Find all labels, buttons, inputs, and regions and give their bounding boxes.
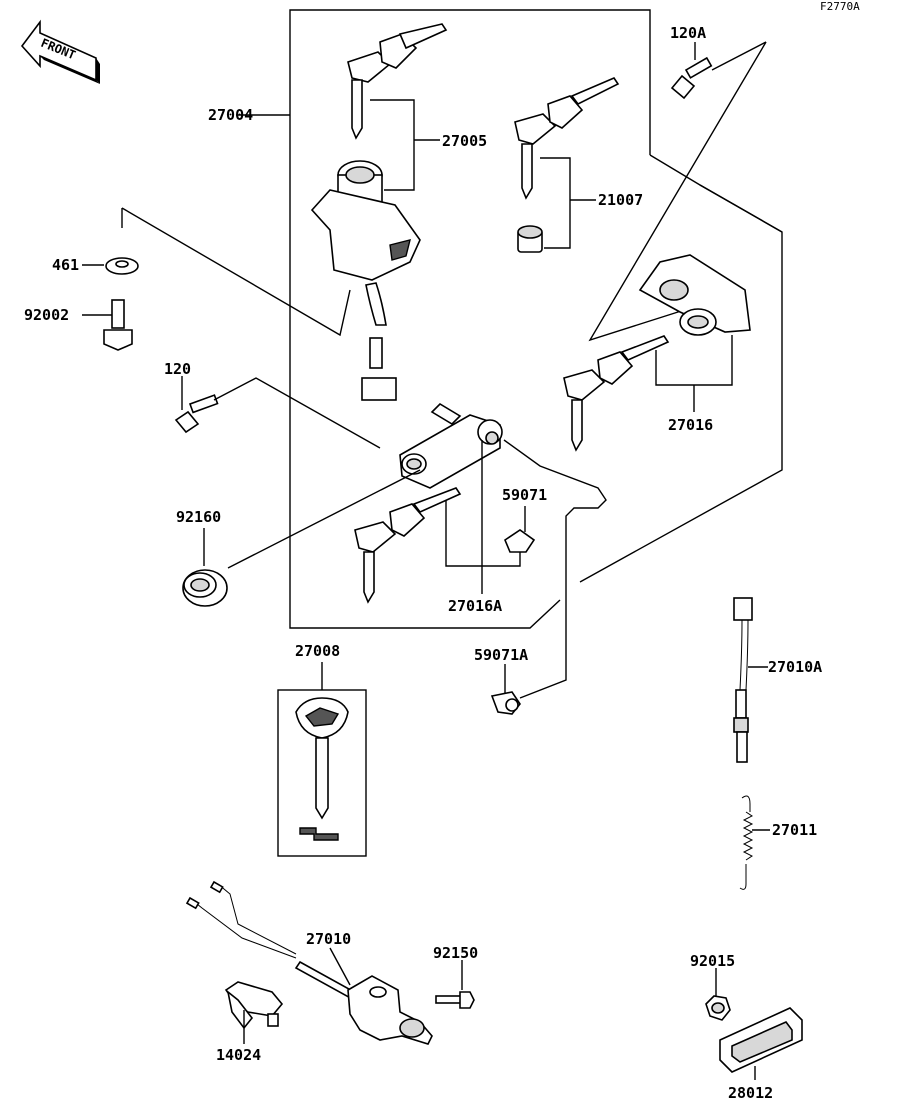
label-14024: 14024	[216, 1046, 261, 1064]
lock-cylinder-21007	[517, 225, 543, 253]
label-27010: 27010	[306, 930, 351, 948]
label-92015: 92015	[690, 952, 735, 970]
switch-27010	[185, 880, 433, 1045]
label-59071: 59071	[502, 486, 547, 504]
label-27004: 27004	[208, 106, 253, 124]
label-120A: 120A	[670, 24, 706, 42]
leader-120A	[711, 41, 767, 71]
keys-21007	[514, 77, 620, 200]
bolt-92002	[103, 299, 133, 351]
tank-cap-lock	[638, 254, 751, 336]
switch-27010A	[733, 597, 753, 763]
label-27005: 27005	[442, 132, 487, 150]
label-27016: 27016	[668, 416, 713, 434]
leader-92160-lock	[227, 469, 421, 569]
label-28012: 28012	[728, 1084, 773, 1102]
washer-461	[105, 257, 139, 275]
label-120: 120	[164, 360, 191, 378]
reflector-28012	[719, 1007, 803, 1073]
grommet-92160	[182, 569, 228, 607]
bolt-120A	[670, 56, 713, 100]
label-21007: 21007	[598, 191, 643, 209]
label-27011: 27011	[772, 821, 817, 839]
leader-27010	[329, 947, 351, 986]
clip-59071A	[490, 691, 521, 715]
bolt-92150	[435, 991, 475, 1009]
label-27008: 27008	[295, 642, 340, 660]
triangle-leader-27016	[588, 41, 767, 342]
label-27010A: 27010A	[768, 658, 822, 676]
leader-120-lock	[213, 377, 381, 449]
front-arrow-icon: FRONT	[20, 19, 100, 84]
leader-461-92002	[121, 207, 351, 337]
bracket-27005	[370, 99, 415, 191]
seat-lock-cable	[503, 439, 607, 699]
ignition-switch	[310, 160, 421, 401]
key-blank-27008	[295, 697, 349, 841]
label-92160: 92160	[176, 508, 221, 526]
keys-27016	[563, 335, 670, 452]
bracket-27016A	[445, 500, 521, 567]
label-59071A: 59071A	[474, 646, 528, 664]
outline-edge	[699, 184, 783, 233]
seat-lock	[399, 402, 503, 489]
keys-27005	[347, 23, 448, 140]
nut-92015	[705, 995, 731, 1021]
keys-27016A	[354, 487, 462, 604]
sensor-14024	[224, 981, 284, 1030]
diagram-code: F2770A	[820, 0, 860, 13]
bracket-21007	[540, 157, 571, 249]
label-27016A: 27016A	[448, 597, 502, 615]
spring-27011	[739, 795, 754, 890]
assembly-box-27004	[289, 9, 651, 629]
label-92002: 92002	[24, 306, 69, 324]
clip-59071	[504, 529, 536, 553]
label-461: 461	[52, 256, 79, 274]
label-92150: 92150	[433, 944, 478, 962]
